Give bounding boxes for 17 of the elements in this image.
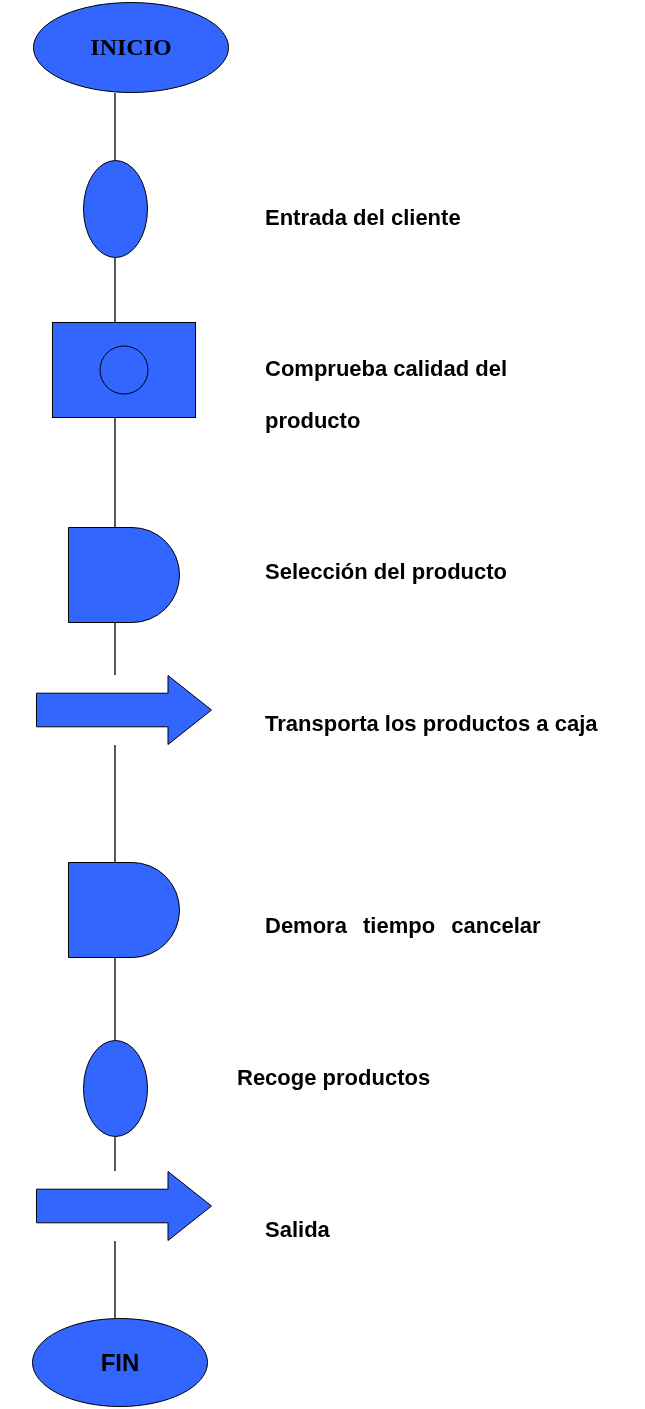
- connector-line: [114, 1136, 116, 1172]
- terminal-label: FIN: [100, 1348, 140, 1377]
- connector-line: [114, 622, 116, 676]
- step-label: Recoge productos: [237, 1064, 432, 1092]
- connector-line: [114, 92, 116, 161]
- connector-line: [114, 1240, 116, 1319]
- connector-line: [114, 744, 116, 863]
- step-label: Selección del producto: [265, 558, 509, 586]
- connector-line: [114, 417, 116, 528]
- step-label: Demora tiempo cancelar: [265, 912, 542, 940]
- step-label: Salida: [265, 1216, 331, 1244]
- terminal-label: INICIO: [90, 34, 172, 61]
- step-label: Transporta los productos a caja: [265, 710, 599, 738]
- step-label: Comprueba calidad del producto: [265, 355, 509, 435]
- step-label: Entrada del cliente: [265, 204, 462, 232]
- connector-line: [114, 957, 116, 1041]
- connector-line: [114, 257, 116, 323]
